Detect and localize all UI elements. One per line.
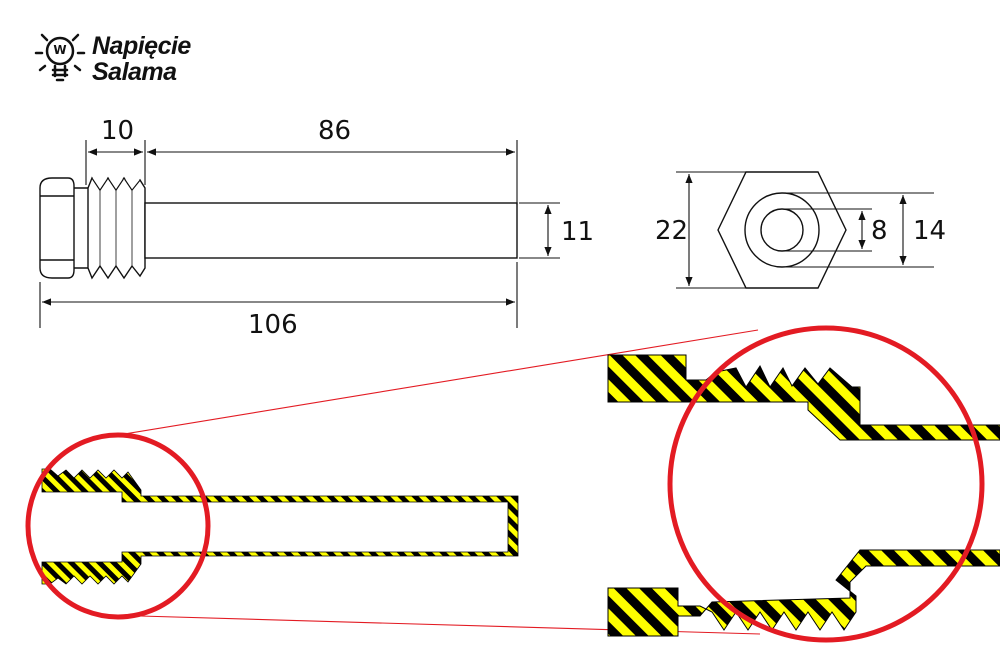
dim-label-total-length: 106 bbox=[248, 310, 298, 340]
logo-icon-letter: W bbox=[53, 43, 67, 57]
cross-section-detail bbox=[607, 354, 1000, 637]
highlight-circle-large bbox=[667, 325, 985, 643]
hex-head bbox=[39, 177, 75, 279]
dim-label-inner-diameter: 8 bbox=[871, 216, 888, 246]
lightbulb-icon bbox=[34, 33, 86, 82]
inner-circle bbox=[760, 208, 804, 252]
highlight-circles bbox=[25, 325, 985, 643]
anode-end-view bbox=[717, 171, 847, 289]
dim-label-hex-size: 22 bbox=[655, 216, 689, 246]
dim-label-outer-diameter: 14 bbox=[913, 216, 947, 246]
logo-line-1: Napięcie bbox=[92, 32, 191, 60]
side-view-dimensions bbox=[39, 140, 560, 328]
dim-label-thread-length: 10 bbox=[101, 116, 135, 146]
dim-label-rod-length: 86 bbox=[318, 116, 352, 146]
thread-section bbox=[87, 176, 146, 280]
anode-side-view bbox=[39, 176, 518, 280]
highlight-circle-small bbox=[25, 432, 211, 620]
logo-line-2: Salama bbox=[92, 58, 177, 86]
end-view-dimensions bbox=[676, 171, 934, 289]
dim-label-rod-diameter: 11 bbox=[561, 217, 595, 247]
outer-circle bbox=[744, 192, 820, 268]
cross-section-small bbox=[41, 468, 519, 585]
hex-outline bbox=[717, 171, 847, 289]
anode-rod bbox=[144, 202, 518, 259]
